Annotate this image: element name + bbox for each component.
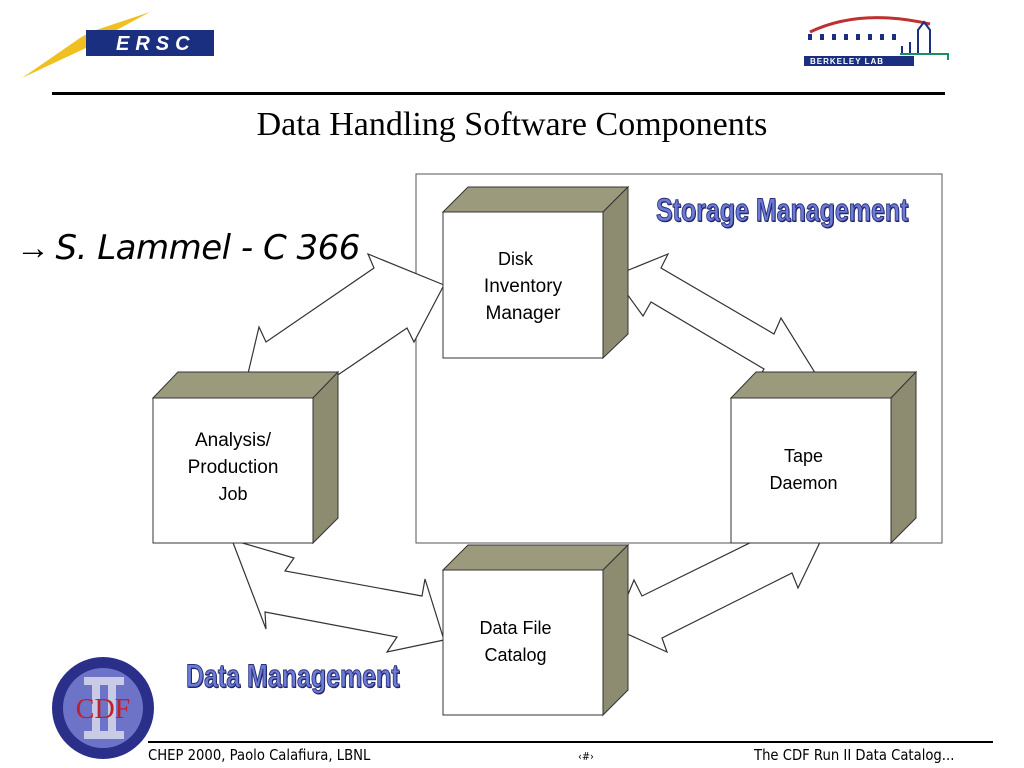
- arc-icon: [809, 16, 931, 34]
- right-arrow-icon: →: [16, 230, 50, 267]
- header-rule: [52, 92, 945, 95]
- building-icon: [808, 34, 896, 40]
- footer-left: CHEP 2000, Paolo Calafiura, LBNL: [148, 746, 371, 764]
- arrow-analysis-disk: [245, 252, 445, 403]
- data-file-catalog-box: [441, 543, 630, 717]
- disk-inventory-manager-box: [441, 185, 630, 360]
- tape-daemon-label: Tape Daemon: [769, 446, 838, 493]
- arrow-analysis-catalog: [231, 539, 445, 653]
- data-management-label: Data Management: [186, 658, 400, 695]
- cdf-logo: CDF: [52, 657, 154, 759]
- slide-title: Data Handling Software Components: [256, 106, 768, 143]
- cdf-logo-text: CDF: [76, 694, 130, 725]
- analysis-production-job-box: [151, 370, 340, 545]
- nersc-logo-text: ERSC: [116, 33, 196, 55]
- tower-icon: [917, 20, 931, 54]
- storage-management-label: Storage Management: [656, 192, 909, 229]
- berkeley-lab-text: BERKELEY LAB: [810, 57, 884, 66]
- logo-bar: [86, 30, 214, 56]
- bullet-text: S. Lammel - C 366: [55, 228, 361, 268]
- slide-number: ‹#›: [578, 750, 594, 763]
- nersc-logo: ERSC: [22, 12, 214, 78]
- data-file-catalog-label: Data File Catalog: [479, 618, 552, 665]
- berkeley-lab-logo: BERKELEY LAB: [804, 16, 949, 66]
- footer-rule: [148, 741, 993, 743]
- analysis-production-job-label: Analysis/ Production Job: [187, 430, 279, 504]
- tape-daemon-box: [729, 370, 918, 545]
- footer-right: The CDF Run II Data Catalog...: [754, 746, 955, 764]
- bullet-line: →S. Lammel - C 366: [16, 228, 360, 268]
- disk-inventory-manager-label: Disk Inventory Manager: [483, 249, 563, 324]
